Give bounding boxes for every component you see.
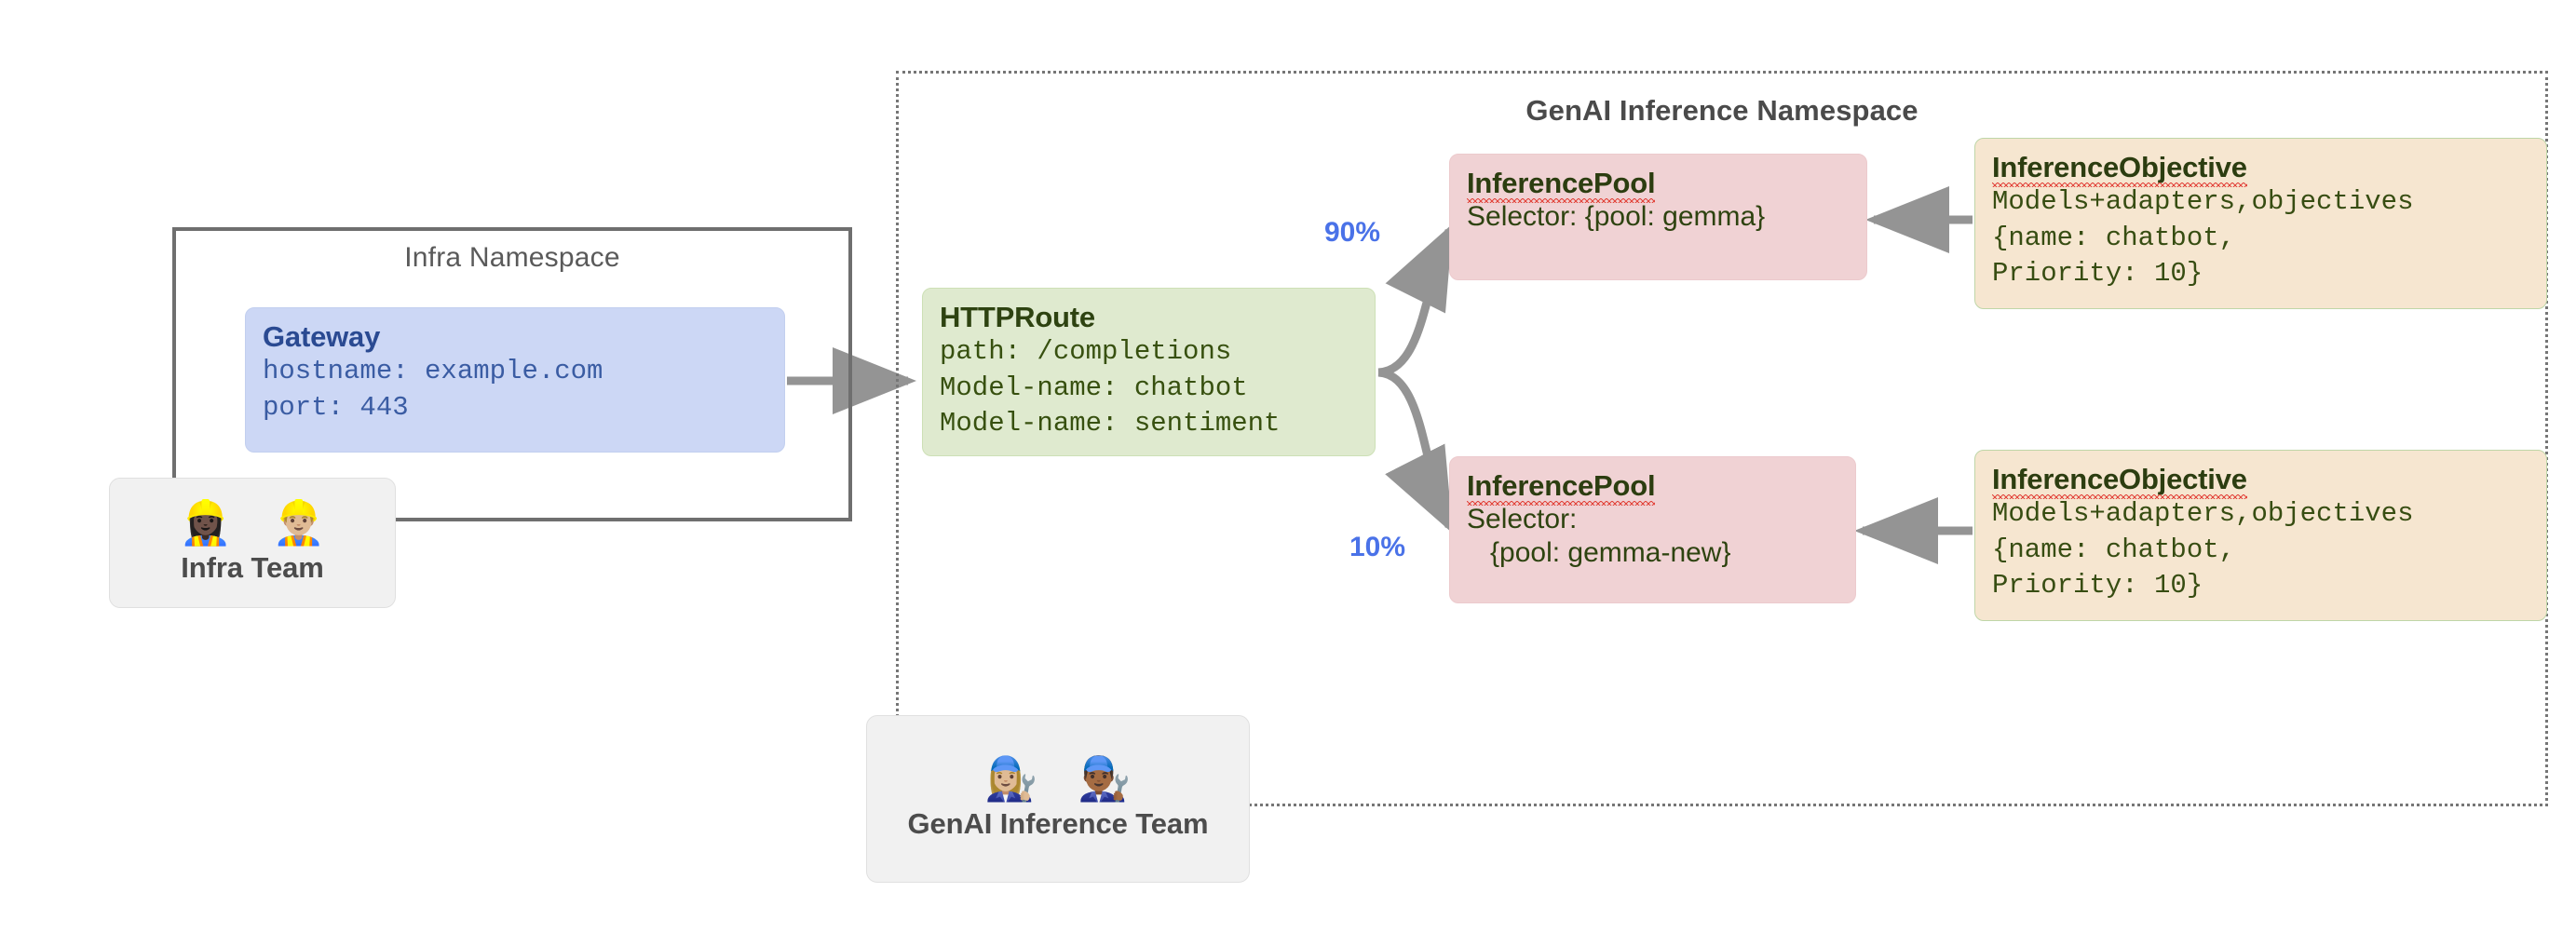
httproute-model-chatbot-line: Model-name: chatbot bbox=[940, 372, 1248, 403]
httproute-title: HTTPRoute bbox=[940, 301, 1095, 333]
inferencepool-gemma-title: InferencePool bbox=[1467, 167, 1656, 203]
genai-inference-team-label: GenAI Inference Team bbox=[907, 807, 1209, 840]
edge-weight-label-90: 90% bbox=[1324, 217, 1381, 248]
inferenceobjective-bottom-title: InferenceObjective bbox=[1992, 463, 2247, 499]
inferencepool-gemma-new-title: InferencePool bbox=[1467, 469, 1656, 506]
gateway-port-line: port: 443 bbox=[263, 391, 409, 423]
inferenceobjective-top-priority-line: Priority: 10} bbox=[1992, 258, 2203, 290]
inferenceobjective-top-name-line: {name: chatbot, bbox=[1992, 222, 2236, 253]
inferencepool-gemma-new-selector-line: Selector: bbox=[1467, 503, 1578, 534]
construction-worker-icon: 👷🏿‍♀️ 👷🏼‍♂️ bbox=[179, 497, 339, 548]
infra-namespace-container: Infra Namespace bbox=[172, 227, 852, 521]
inferenceobjective-bottom-models-line: Models+adapters,objectives bbox=[1992, 497, 2414, 529]
inferencepool-gemma-new-node[interactable]: InferencePool Selector: {pool: gemma-new… bbox=[1449, 456, 1856, 603]
edge-weight-label-10: 10% bbox=[1349, 532, 1406, 562]
infra-team-label: Infra Team bbox=[181, 551, 324, 584]
inferenceobjective-bottom-node[interactable]: InferenceObjective Models+adapters,objec… bbox=[1974, 450, 2547, 621]
inferencepool-gemma-node[interactable]: InferencePool Selector: {pool: gemma} bbox=[1449, 154, 1867, 280]
inferenceobjective-top-title: InferenceObjective bbox=[1992, 151, 2247, 187]
gateway-node[interactable]: Gateway hostname: example.com port: 443 bbox=[245, 307, 785, 453]
httproute-model-sentiment-line: Model-name: sentiment bbox=[940, 408, 1281, 439]
inferenceobjective-top-node[interactable]: InferenceObjective Models+adapters,objec… bbox=[1974, 138, 2547, 309]
infra-team-card: 👷🏿‍♀️ 👷🏼‍♂️ Infra Team bbox=[109, 478, 396, 608]
httproute-path-line: path: /completions bbox=[940, 335, 1232, 367]
genai-namespace-title: GenAI Inference Namespace bbox=[1525, 94, 1918, 127]
gateway-hostname-line: hostname: example.com bbox=[263, 355, 603, 386]
inferenceobjective-bottom-priority-line: Priority: 10} bbox=[1992, 570, 2203, 602]
gateway-title: Gateway bbox=[263, 320, 381, 353]
inferencepool-gemma-new-selector-value-line: {pool: gemma-new} bbox=[1467, 536, 1731, 568]
mechanic-icon: 👩🏼‍🔧 👨🏾‍🔧 bbox=[984, 753, 1145, 804]
inferenceobjective-bottom-name-line: {name: chatbot, bbox=[1992, 534, 2236, 565]
httproute-node[interactable]: HTTPRoute path: /completions Model-name:… bbox=[922, 288, 1376, 456]
inferenceobjective-top-models-line: Models+adapters,objectives bbox=[1992, 185, 2414, 217]
genai-inference-team-card: 👩🏼‍🔧 👨🏾‍🔧 GenAI Inference Team bbox=[866, 715, 1250, 883]
genai-namespace-container: GenAI Inference Namespace bbox=[896, 71, 2548, 806]
inferencepool-gemma-selector-line: Selector: {pool: gemma} bbox=[1467, 200, 1766, 232]
infra-namespace-title: Infra Namespace bbox=[404, 242, 620, 273]
